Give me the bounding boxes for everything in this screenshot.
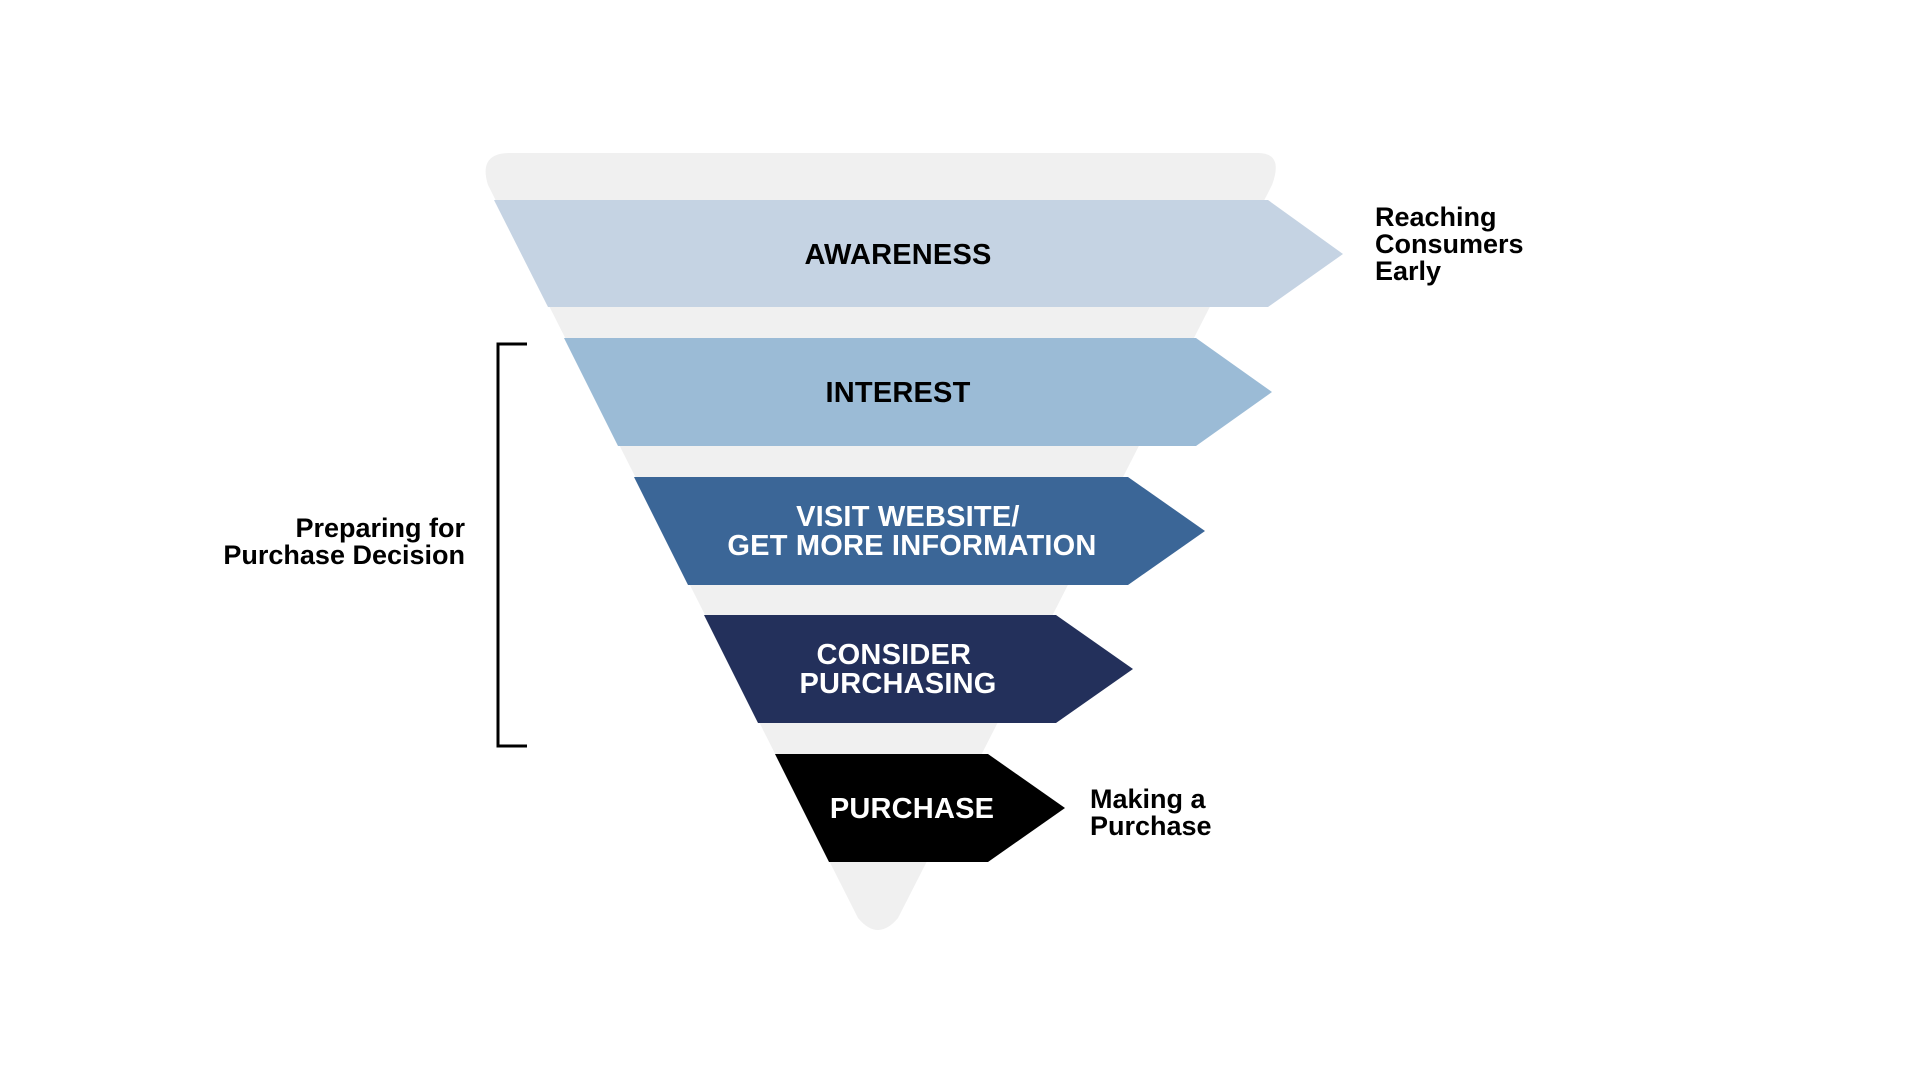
stage-interest-label: INTEREST [826, 377, 971, 409]
note-making-line-1: Making a [1090, 784, 1206, 814]
stage-interest-band [564, 338, 1272, 446]
note-preparing-line-2: Purchase Decision [223, 540, 465, 570]
stage-awareness-band [494, 200, 1343, 307]
note-making-a-purchase: Making a Purchase [1090, 786, 1212, 840]
stage-awareness: AWARENESS [494, 200, 1343, 307]
note-reaching-line-3: Early [1375, 256, 1442, 286]
stage-visit-website-label-line-2: GET MORE INFORMATION [727, 530, 1096, 562]
stage-consider-purchasing-label-line-2: PURCHASING [800, 668, 997, 700]
note-preparing-for-purchase-decision: Preparing for Purchase Decision [223, 515, 465, 569]
stage-purchase-label: PURCHASE [830, 793, 994, 825]
stage-consider-purchasing-label: CONSIDER PURCHASING [800, 639, 997, 700]
stage-consider-purchasing: CONSIDER PURCHASING [704, 615, 1133, 723]
note-preparing-line-1: Preparing for [295, 513, 465, 543]
stage-visit-website-band [634, 477, 1205, 585]
stage-interest: INTEREST [564, 338, 1272, 446]
note-reaching-consumers-early: Reaching Consumers Early [1375, 204, 1524, 285]
stage-consider-purchasing-label-line-1: CONSIDER [817, 639, 972, 671]
stage-visit-website: VISIT WEBSITE/ GET MORE INFORMATION [634, 477, 1205, 585]
stage-purchase-band [775, 754, 1065, 862]
note-making-line-2: Purchase [1090, 811, 1212, 841]
stage-visit-website-label-line-1: VISIT WEBSITE/ [796, 501, 1020, 533]
stage-awareness-label: AWARENESS [804, 239, 991, 271]
stage-interest-label-line-1: INTEREST [826, 377, 971, 409]
stage-awareness-label-line-1: AWARENESS [804, 239, 991, 271]
stage-consider-purchasing-band [704, 615, 1133, 723]
note-reaching-line-1: Reaching [1375, 202, 1497, 232]
preparing-bracket [496, 342, 527, 748]
stage-visit-website-label: VISIT WEBSITE/ GET MORE INFORMATION [727, 501, 1096, 562]
note-reaching-line-2: Consumers [1375, 229, 1524, 259]
stage-purchase: PURCHASE [775, 754, 1065, 862]
stage-purchase-label-line-1: PURCHASE [830, 793, 994, 825]
